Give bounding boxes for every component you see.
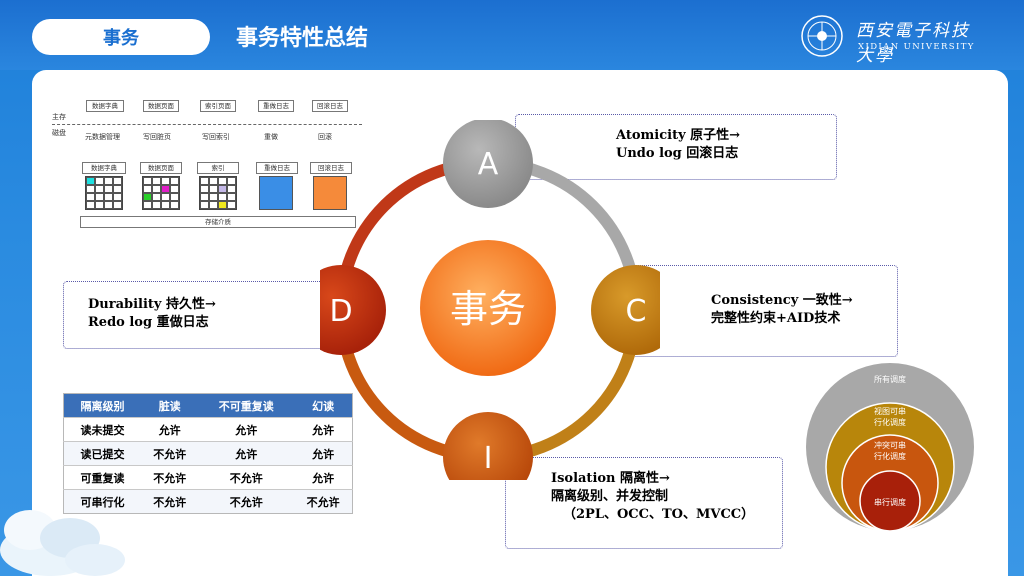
university-seal-icon xyxy=(801,15,843,57)
center-label: 事务 xyxy=(450,287,526,331)
node-d: D xyxy=(320,265,386,355)
index-grid xyxy=(199,176,237,210)
memory-disk-divider xyxy=(52,124,362,125)
atomicity-line-1: Atomicity 原子性→ xyxy=(616,128,741,143)
table-cell: 允许 xyxy=(294,441,353,466)
flow-label-undo: 回滚 xyxy=(318,133,332,141)
section-tab[interactable]: 事务 xyxy=(32,19,210,55)
table-header-row: 隔离级别 脏读 不可重复读 幻读 xyxy=(63,393,353,418)
view-serializable-label-1: 视图可串 xyxy=(874,406,906,416)
node-d-label: D xyxy=(329,294,352,329)
conflict-serializable-label-2: 行化调度 xyxy=(874,451,906,461)
page-title: 事务特性总结 xyxy=(236,26,369,51)
node-i-label: I xyxy=(484,441,493,476)
redo-log-block xyxy=(259,176,293,210)
atomicity-callout: Atomicity 原子性→ Undo log 回滚日志 xyxy=(515,114,837,180)
table-cell: 读未提交 xyxy=(63,417,141,442)
table-row: 可串行化 不允许 不允许 不允许 xyxy=(63,489,353,514)
storage-diagram: 主存 磁盘 数据字典 数据页面 索引页面 重做日志 回滚日志 元数据管理 写回脏… xyxy=(52,96,362,232)
disk-box-index: 索引 xyxy=(197,162,239,174)
undo-log-block xyxy=(313,176,347,210)
disk-box-dict: 数据字典 xyxy=(82,162,126,174)
table-cell: 允许 xyxy=(140,417,199,442)
table-cell: 允许 xyxy=(198,441,295,466)
node-a-label: A xyxy=(478,147,499,182)
isolation-line-1: Isolation 隔离性→ xyxy=(551,471,670,486)
node-a: A xyxy=(443,120,533,208)
mem-box-index: 索引页面 xyxy=(200,100,236,112)
consistency-line-2: 完整性约束+AID技术 xyxy=(711,311,841,326)
flow-label-dirty: 写回脏页 xyxy=(143,133,171,141)
table-cell: 可串行化 xyxy=(63,489,141,514)
schedule-nesting-diagram: 所有调度 视图可串 行化调度 冲突可串 行化调度 串行调度 xyxy=(806,363,974,532)
mem-box-dict: 数据字典 xyxy=(86,100,124,112)
header-nonrepeatable: 不可重复读 xyxy=(198,393,295,418)
durability-callout: Durability 持久性→ Redo log 重做日志 xyxy=(63,281,325,349)
disk-box-redo: 重做日志 xyxy=(256,162,298,174)
all-schedules-label: 所有调度 xyxy=(874,374,906,384)
atomicity-line-2: Undo log 回滚日志 xyxy=(616,146,739,161)
table-cell: 不允许 xyxy=(140,441,199,466)
table-cell: 读已提交 xyxy=(63,441,141,466)
node-c: C xyxy=(591,265,660,355)
center-circle: 事务 xyxy=(420,240,556,376)
consistency-callout: Consistency 一致性→ 完整性约束+AID技术 xyxy=(630,265,898,357)
logo-cn-text: 西安電子科技大學 xyxy=(856,21,970,66)
flow-label-index: 写回索引 xyxy=(202,133,230,141)
consistency-line-1: Consistency 一致性→ xyxy=(711,293,853,308)
memory-label: 主存 xyxy=(52,113,66,121)
acid-ring-diagram: 事务 A C I D xyxy=(320,120,660,480)
table-cell: 允许 xyxy=(294,465,353,490)
durability-line-1: Durability 持久性→ xyxy=(88,297,216,312)
durability-line-2: Redo log 重做日志 xyxy=(88,315,209,330)
table-cell: 不允许 xyxy=(140,489,199,514)
table-cell: 不允许 xyxy=(198,465,295,490)
table-cell: 允许 xyxy=(198,417,295,442)
serial-circle xyxy=(859,470,921,532)
table-row: 可重复读 不允许 不允许 允许 xyxy=(63,465,353,490)
mem-box-undo: 回滚日志 xyxy=(312,100,348,112)
table-row: 读未提交 允许 允许 允许 xyxy=(63,417,353,442)
node-c-label: C xyxy=(626,294,647,329)
header-phantom: 幻读 xyxy=(294,393,353,418)
table-cell: 不允许 xyxy=(294,489,353,514)
conflict-serializable-label-1: 冲突可串 xyxy=(874,440,906,450)
isolation-line-3: （2PL、OCC、TO、MVCC） xyxy=(563,507,755,522)
storage-media-bar: 存储介质 xyxy=(80,216,356,228)
university-logo: 西安電子科技大學 XIDIAN UNIVERSITY xyxy=(800,14,980,66)
disk-box-data: 数据页面 xyxy=(140,162,182,174)
view-serializable-label-2: 行化调度 xyxy=(874,417,906,427)
header-dirty-read: 脏读 xyxy=(140,393,199,418)
logo-en-text: XIDIAN UNIVERSITY xyxy=(858,42,975,52)
isolation-line-2: 隔离级别、并发控制 xyxy=(551,489,669,504)
serial-label: 串行调度 xyxy=(874,497,906,507)
cloud-decoration xyxy=(0,510,125,576)
header-level: 隔离级别 xyxy=(63,393,141,418)
table-cell: 可重复读 xyxy=(63,465,141,490)
flow-label-redo: 重做 xyxy=(264,133,278,141)
data-page-grid xyxy=(142,176,180,210)
table-cell: 不允许 xyxy=(198,489,295,514)
node-i: I xyxy=(443,412,533,480)
dict-grid xyxy=(85,176,123,210)
flow-label-metadata: 元数据管理 xyxy=(85,133,120,141)
mem-box-data: 数据页面 xyxy=(143,100,179,112)
table-cell: 允许 xyxy=(294,417,353,442)
table-row: 读已提交 不允许 允许 允许 xyxy=(63,441,353,466)
isolation-callout: Isolation 隔离性→ 隔离级别、并发控制 （2PL、OCC、TO、MVC… xyxy=(505,457,783,549)
disk-box-undo: 回滚日志 xyxy=(310,162,352,174)
table-cell: 不允许 xyxy=(140,465,199,490)
isolation-level-table: 隔离级别 脏读 不可重复读 幻读 读未提交 允许 允许 允许 读已提交 不允许 … xyxy=(63,393,353,514)
mem-box-redo: 重做日志 xyxy=(258,100,294,112)
disk-label: 磁盘 xyxy=(52,129,66,137)
